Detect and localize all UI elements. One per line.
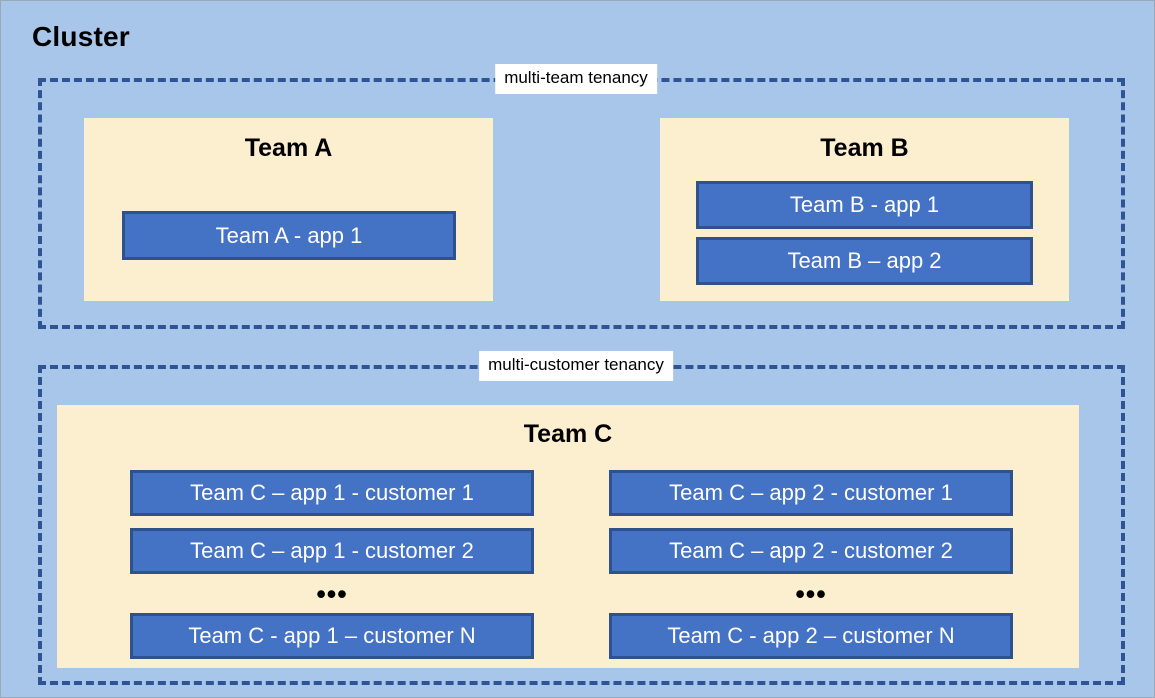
app-box-team-a-app-1[interactable]: Team A - app 1 [122, 211, 456, 260]
team-box-team-b: Team B Team B - app 1 Team B – app 2 [660, 118, 1069, 301]
app-box-team-b-app-2[interactable]: Team B – app 2 [696, 237, 1033, 285]
ellipsis-team-c-app-1: ••• [316, 579, 348, 609]
team-box-team-c: Team C Team C – app 1 - customer 1 Team … [57, 405, 1079, 668]
app-box-team-c-app-2-customer-n[interactable]: Team C - app 2 – customer N [609, 613, 1013, 659]
team-title-team-b: Team B [820, 134, 909, 162]
app-box-team-c-app-2-customer-2[interactable]: Team C – app 2 - customer 2 [609, 528, 1013, 574]
app-box-team-c-app-2-customer-1[interactable]: Team C – app 2 - customer 1 [609, 470, 1013, 516]
tenancy-group-label-multi-team: multi-team tenancy [495, 64, 657, 94]
cluster-title: Cluster [32, 21, 130, 52]
app-box-team-c-app-1-customer-2[interactable]: Team C – app 1 - customer 2 [130, 528, 534, 574]
team-title-team-a: Team A [244, 134, 333, 162]
team-box-team-a: Team A Team A - app 1 [84, 118, 493, 301]
ellipsis-team-c-app-2: ••• [795, 579, 827, 609]
tenancy-group-label-multi-customer: multi-customer tenancy [479, 351, 673, 381]
app-box-team-c-app-1-customer-n[interactable]: Team C - app 1 – customer N [130, 613, 534, 659]
team-title-team-c: Team C [523, 420, 613, 448]
app-box-team-c-app-1-customer-1[interactable]: Team C – app 1 - customer 1 [130, 470, 534, 516]
app-box-team-b-app-1[interactable]: Team B - app 1 [696, 181, 1033, 229]
